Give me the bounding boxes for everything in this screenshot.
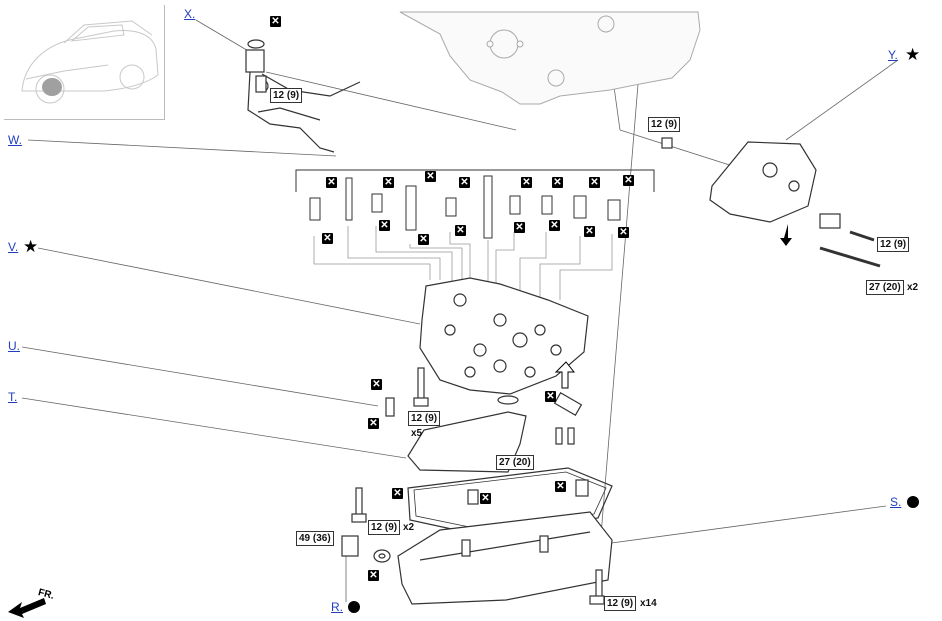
oil-pan — [397, 479, 613, 605]
callout-r[interactable]: R. — [331, 600, 343, 614]
x-box-icon: ✕ — [326, 177, 337, 188]
drain-plug — [341, 535, 391, 563]
torque-spec: 12 (9) — [648, 117, 681, 132]
callout-s[interactable]: S. — [890, 495, 902, 509]
callout-x[interactable]: X. — [184, 7, 196, 21]
pressure-unit — [661, 137, 881, 268]
filled-circle-icon — [907, 496, 919, 508]
x-box-icon: ✕ — [383, 177, 394, 188]
callout-w[interactable]: W. — [8, 133, 22, 147]
filled-circle-icon — [348, 601, 360, 613]
quantity-label: x5 — [411, 428, 423, 439]
quantity-label: x2 — [403, 522, 415, 533]
x-box-icon: ✕ — [589, 177, 600, 188]
oil-pan-gasket — [407, 467, 613, 537]
x-box-icon: ✕ — [368, 570, 379, 581]
x-box-icon: ✕ — [425, 171, 436, 182]
down-arrow-icon — [780, 224, 792, 246]
speed-sensor-harness — [245, 39, 361, 153]
quantity-label: x14 — [640, 598, 657, 609]
torque-spec: 49 (36) — [296, 531, 334, 546]
x-box-icon: ✕ — [623, 175, 634, 186]
callout-v[interactable]: V. — [8, 240, 19, 254]
seal-row — [295, 169, 655, 300]
callout-u[interactable]: U. — [8, 339, 20, 353]
torque-spec: 27 (20) — [496, 455, 534, 470]
x-box-icon: ✕ — [270, 16, 281, 27]
up-arrow-icon — [554, 361, 576, 389]
front-arrow-icon — [8, 598, 46, 618]
callout-y[interactable]: Y. — [888, 48, 898, 62]
x-box-icon: ✕ — [480, 493, 491, 504]
transmission-case — [399, 11, 701, 105]
x-box-icon: ✕ — [618, 227, 629, 238]
leader-lines — [21, 19, 899, 602]
torque-spec: 12 (9) — [408, 411, 441, 426]
star-icon: ★ — [23, 237, 39, 256]
callout-t[interactable]: T. — [8, 390, 18, 404]
vehicle-locator-thumbnail — [4, 5, 165, 120]
torque-spec: 12 (9) — [877, 237, 910, 252]
torque-spec: 27 (20) — [866, 280, 904, 295]
x-box-icon: ✕ — [521, 177, 532, 188]
x-box-icon: ✕ — [545, 391, 556, 402]
x-box-icon: ✕ — [455, 225, 466, 236]
x-box-icon: ✕ — [514, 222, 525, 233]
torque-spec: 12 (9) — [368, 520, 401, 535]
x-box-icon: ✕ — [584, 226, 595, 237]
torque-spec: 12 (9) — [270, 88, 303, 103]
x-box-icon: ✕ — [371, 379, 382, 390]
x-box-icon: ✕ — [392, 488, 403, 499]
x-box-icon: ✕ — [418, 234, 429, 245]
valve-body — [419, 277, 589, 395]
x-box-icon: ✕ — [368, 418, 379, 429]
x-box-icon: ✕ — [322, 233, 333, 244]
x-box-icon: ✕ — [459, 177, 470, 188]
torque-spec: 12 (9) — [604, 596, 637, 611]
quantity-label: x2 — [907, 282, 919, 293]
x-box-icon: ✕ — [549, 220, 560, 231]
x-box-icon: ✕ — [552, 177, 563, 188]
car-outline-icon — [21, 20, 159, 104]
x-box-icon: ✕ — [379, 220, 390, 231]
x-box-icon: ✕ — [555, 481, 566, 492]
star-icon: ★ — [905, 45, 921, 64]
